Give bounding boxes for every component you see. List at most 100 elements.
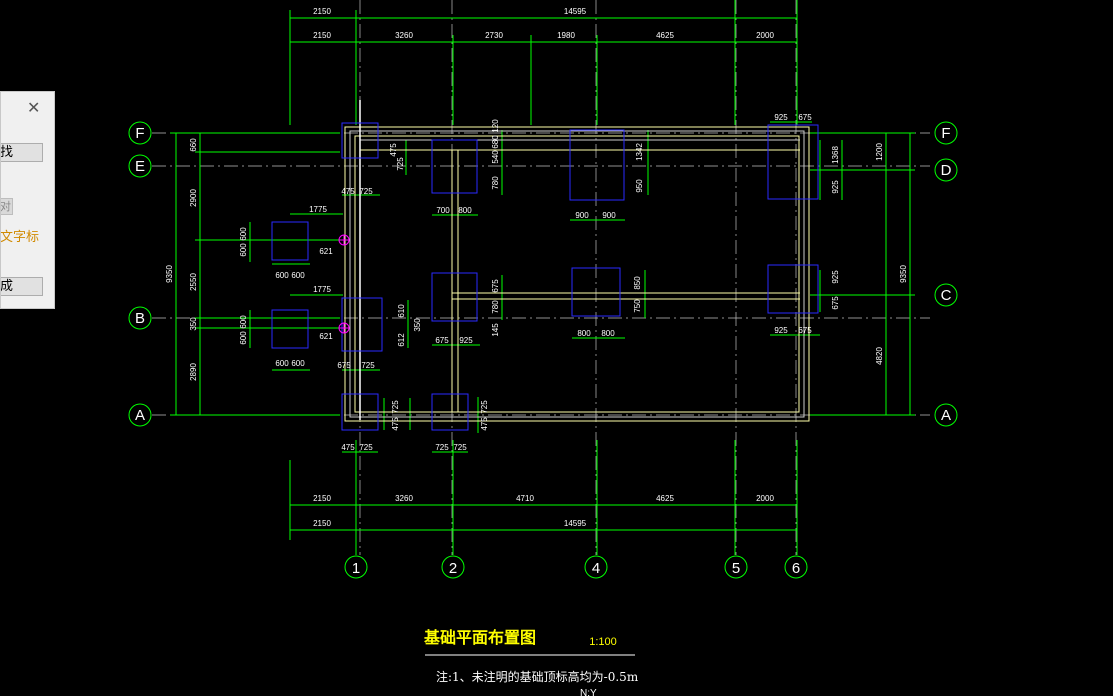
axis-label-right: C bbox=[941, 287, 952, 304]
axis-label-bottom: 1 bbox=[352, 560, 360, 577]
bottom-text: N:Y bbox=[580, 688, 597, 696]
axis-bubbles bbox=[128, 121, 958, 579]
dim-text: 540 bbox=[491, 150, 500, 164]
dim-text: 621 bbox=[319, 247, 333, 256]
axis-label-bottom: 6 bbox=[792, 560, 800, 577]
dim-text: 350 bbox=[189, 317, 198, 331]
dim-text: 2900 bbox=[189, 189, 198, 207]
axis-label-left: A bbox=[135, 407, 145, 424]
dim-text: 725 bbox=[435, 443, 449, 452]
title-block: 基础平面布置图 1:100 注:1、未注明的基础顶标高均为-0.5m N:Y bbox=[423, 628, 639, 696]
dim-text: 800 bbox=[577, 329, 591, 338]
dim-text: 925 bbox=[774, 326, 788, 335]
dim-text: 600 bbox=[275, 359, 289, 368]
dim-text: 610 bbox=[397, 304, 406, 318]
find-button[interactable]: 找 bbox=[1, 143, 43, 162]
dim-text: 800 bbox=[601, 329, 615, 338]
dim-text: 1368 bbox=[831, 146, 840, 164]
axis-label-bottom: 4 bbox=[592, 560, 600, 577]
dim-text: 145 bbox=[491, 323, 500, 337]
complete-button[interactable]: 成 bbox=[1, 277, 43, 296]
warning-label: 文字标 bbox=[0, 230, 40, 245]
dim-text: 725 bbox=[480, 400, 489, 414]
axis-label-right: A bbox=[941, 407, 951, 424]
axis-label-left: E bbox=[135, 158, 145, 175]
dim-text: 780 bbox=[491, 300, 500, 314]
dim-text: 600 bbox=[239, 315, 248, 329]
dim-text: 2150 bbox=[313, 519, 331, 528]
dim-text: 725 bbox=[453, 443, 467, 452]
axis-label-right: F bbox=[941, 125, 950, 142]
dim-text: 2890 bbox=[189, 363, 198, 381]
dim-text: 4625 bbox=[656, 494, 674, 503]
dim-text: 475 bbox=[389, 143, 398, 157]
dim-text: 350 bbox=[413, 318, 422, 332]
dim-text: 14595 bbox=[564, 519, 587, 528]
dim-text: 3260 bbox=[395, 494, 413, 503]
axis-label-bottom: 5 bbox=[732, 560, 740, 577]
dim-text: 725 bbox=[359, 187, 373, 196]
dim-text: 600 bbox=[239, 227, 248, 241]
dim-text: 900 bbox=[602, 211, 616, 220]
dim-text: 1775 bbox=[309, 205, 327, 214]
dim-text: 120 bbox=[491, 119, 500, 133]
dim-text: 475 bbox=[480, 417, 489, 431]
dim-text: 1342 bbox=[635, 143, 644, 161]
dim-text: 2000 bbox=[756, 494, 774, 503]
dim-text: 600 bbox=[291, 271, 305, 280]
dimension-texts: 2150 14595 2150 3260 2730 1980 4625 2000… bbox=[165, 7, 908, 528]
axis-label-left: F bbox=[135, 125, 144, 142]
dimension-lines bbox=[170, 0, 915, 555]
dim-text: 9350 bbox=[899, 265, 908, 283]
dim-text: 4625 bbox=[656, 31, 674, 40]
dim-text: 675 bbox=[337, 361, 351, 370]
dim-text: 1200 bbox=[875, 143, 884, 161]
dim-text: 725 bbox=[396, 157, 405, 171]
dim-text: 2550 bbox=[189, 273, 198, 291]
dim-text: 725 bbox=[361, 361, 375, 370]
dim-text: 675 bbox=[798, 113, 812, 122]
dim-text: 700 bbox=[436, 206, 450, 215]
dim-text: 475 bbox=[341, 443, 355, 452]
dim-text: 475 bbox=[391, 417, 400, 431]
dim-text: 2150 bbox=[313, 7, 331, 16]
dim-text: 800 bbox=[458, 206, 472, 215]
dim-text: 2150 bbox=[313, 494, 331, 503]
dim-text: 925 bbox=[774, 113, 788, 122]
dim-text: 1775 bbox=[313, 285, 331, 294]
dim-text: 4710 bbox=[516, 494, 534, 503]
drawing-title: 基础平面布置图 bbox=[423, 628, 536, 647]
dim-text: 675 bbox=[798, 326, 812, 335]
dim-text: 621 bbox=[319, 332, 333, 341]
dim-text: 925 bbox=[831, 180, 840, 194]
dim-text: 925 bbox=[831, 270, 840, 284]
axis-label-left: B bbox=[135, 310, 145, 327]
dim-text: 14595 bbox=[564, 7, 587, 16]
small-toggle-button[interactable]: 对 bbox=[0, 198, 13, 215]
axis-label-right: D bbox=[941, 162, 952, 179]
dim-text: 600 bbox=[275, 271, 289, 280]
dim-text: 680 bbox=[491, 135, 500, 149]
dim-text: 900 bbox=[575, 211, 589, 220]
drawing-scale: 1:100 bbox=[589, 636, 617, 648]
dim-text: 660 bbox=[189, 138, 198, 152]
dim-text: 2150 bbox=[313, 31, 331, 40]
dim-text: 3260 bbox=[395, 31, 413, 40]
dim-text: 725 bbox=[359, 443, 373, 452]
foundation-walls bbox=[344, 100, 810, 422]
dim-text: 600 bbox=[239, 243, 248, 257]
close-icon[interactable]: ✕ bbox=[27, 98, 41, 117]
dim-text: 600 bbox=[291, 359, 305, 368]
dim-text: 850 bbox=[633, 276, 642, 290]
dim-text: 675 bbox=[491, 279, 500, 293]
axis-label-bottom: 2 bbox=[449, 560, 457, 577]
foundation-pads bbox=[271, 122, 819, 431]
dim-text: 4820 bbox=[875, 347, 884, 365]
dim-text: 475 bbox=[341, 187, 355, 196]
dim-text: 2730 bbox=[485, 31, 503, 40]
dim-text: 780 bbox=[491, 176, 500, 190]
column-markers bbox=[338, 234, 350, 334]
dim-text: 950 bbox=[635, 179, 644, 193]
